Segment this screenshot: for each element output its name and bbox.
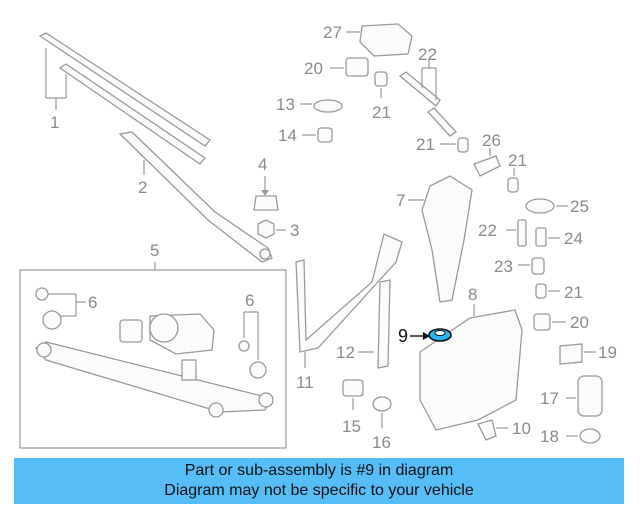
- cap-part-25: [525, 198, 568, 214]
- callout-12: 12: [336, 343, 355, 362]
- fitting-part-21-mid: [440, 137, 469, 153]
- callout-20-lower: 20: [570, 313, 589, 332]
- callout-4: 4: [258, 155, 267, 174]
- caption-line-1: Part or sub-assembly is #9 in diagram: [184, 462, 454, 479]
- callout-8: 8: [468, 285, 477, 304]
- callout-21-lower: 21: [564, 283, 583, 302]
- connector-part-24: [535, 227, 560, 247]
- callout-6-right: 6: [245, 291, 254, 310]
- fitting-part-21-lower: [535, 283, 560, 299]
- callout-20-top: 20: [304, 59, 323, 78]
- bracket-part-11: [295, 233, 403, 368]
- callout-6-left: 6: [88, 293, 97, 312]
- callout-27: 27: [323, 23, 342, 42]
- valve-part-26: [473, 148, 501, 177]
- callout-11: 11: [296, 373, 314, 392]
- callout-26: 26: [482, 131, 501, 150]
- wiper-blade-part-1: [38, 32, 211, 165]
- linkage-box-5: [19, 262, 287, 449]
- cap-part-4: [253, 176, 279, 211]
- caption-banner: Part or sub-assembly is #9 in diagram Di…: [14, 458, 624, 504]
- nozzle-part-27: [346, 23, 413, 57]
- callout-15: 15: [342, 417, 361, 436]
- callout-10: 10: [512, 419, 531, 438]
- callout-21-mid: 21: [416, 135, 435, 154]
- cap-part-14: [302, 127, 333, 143]
- fitting-part-21-right: [507, 168, 519, 193]
- connector-part-20-top: [330, 57, 369, 77]
- callout-1: 1: [50, 113, 59, 132]
- nozzle-part-13: [300, 99, 343, 113]
- callout-19: 19: [598, 343, 617, 362]
- callout-5: 5: [150, 241, 159, 260]
- callout-14: 14: [278, 126, 297, 145]
- grommet-part-9-highlighted: [410, 328, 452, 342]
- grommet-part-19: [559, 343, 596, 365]
- callout-3: 3: [290, 221, 299, 240]
- callout-23: 23: [494, 257, 513, 276]
- fitting-part-23: [518, 257, 545, 275]
- pump-part-15: [342, 379, 364, 410]
- callout-21-right: 21: [508, 151, 527, 170]
- callout-24: 24: [564, 229, 583, 248]
- clip-part-10: [477, 419, 508, 441]
- washer-tank-part-8: [419, 304, 523, 431]
- hose-part-22-top: [398, 60, 457, 137]
- callout-22-right: 22: [478, 221, 497, 240]
- callout-7: 7: [396, 191, 405, 210]
- wiper-arm-part-2: [118, 131, 273, 263]
- callout-17: 17: [540, 389, 559, 408]
- filler-neck-part-7: [408, 175, 473, 303]
- callout-2: 2: [138, 178, 147, 197]
- connector-part-20-lower: [533, 313, 566, 331]
- callout-18: 18: [540, 427, 559, 446]
- fitting-part-21-top: [374, 71, 388, 98]
- callout-13: 13: [276, 95, 295, 114]
- grommet-part-16: [372, 396, 392, 428]
- callout-16: 16: [372, 433, 391, 452]
- callout-9: 9: [398, 326, 408, 346]
- hose-part-22-right: [506, 219, 527, 247]
- parts-diagram: 1 2 3 4: [19, 23, 617, 452]
- bracket-part-12: [358, 279, 391, 369]
- caption-line-2: Diagram may not be specific to your vehi…: [164, 482, 474, 499]
- callout-21-top: 21: [372, 103, 391, 122]
- grommet-part-18: [566, 428, 601, 444]
- nut-part-3: [257, 219, 286, 239]
- callout-25: 25: [570, 197, 589, 216]
- callout-22-top: 22: [418, 45, 437, 64]
- washer-pump-part-17: [566, 375, 603, 417]
